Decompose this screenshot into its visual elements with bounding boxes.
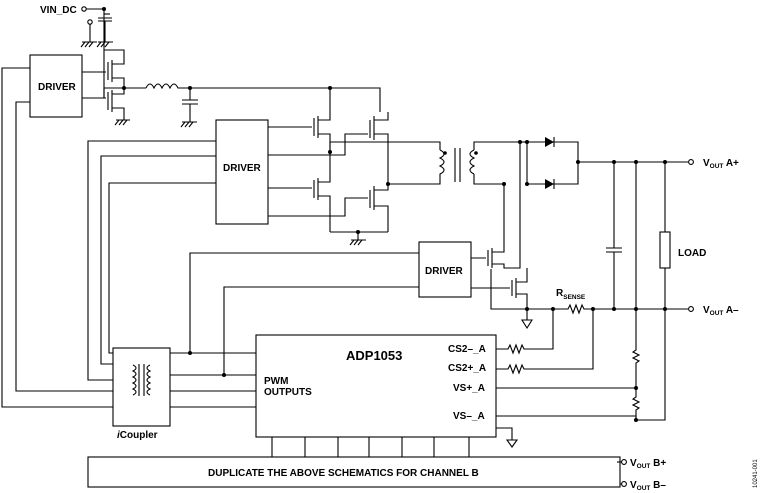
vs-plus-pin: VS+_A (453, 383, 485, 394)
channel-b-label: DUPLICATE THE ABOVE SCHEMATICS FOR CHANN… (208, 468, 479, 479)
ground-icon (80, 41, 113, 48)
cs2-plus-pin: CS2+_A (448, 363, 486, 374)
rsense-resistor: RSENSE (527, 288, 694, 315)
sync-rect-driver-box (418, 241, 472, 298)
sync-rect-mosfets (471, 140, 529, 311)
voltage-divider (631, 162, 666, 422)
pwm-label: PWM (264, 376, 288, 387)
adp1053-chip (255, 334, 497, 438)
vin-input: VIN_DC (40, 5, 106, 98)
output-inductor (145, 83, 381, 112)
power-transformer (329, 141, 527, 185)
figure-id: 10241-001 (753, 459, 759, 488)
vout-a-minus-label: VOUT A– (703, 305, 739, 317)
vin-label: VIN_DC (40, 5, 77, 16)
full-bridge-mosfets (268, 86, 390, 246)
sense-connections (496, 309, 637, 448)
chip-bottom-pins (271, 437, 470, 457)
full-bridge-driver-label: DRIVER (223, 163, 262, 174)
vout-b-minus-label: VOUT B– (630, 480, 666, 492)
outputs-label: OUTPUTS (264, 387, 312, 398)
vout-b-plus-label: VOUT B+ (630, 458, 666, 470)
load: LOAD (659, 162, 706, 309)
half-bridge-driver-label: DRIVER (38, 82, 77, 93)
rectifier-diodes (525, 137, 580, 189)
icoupler: iCoupler (112, 347, 171, 441)
half-bridge-mosfets (82, 49, 146, 126)
output-capacitor (606, 162, 622, 309)
rsense-label: RSENSE (556, 288, 586, 301)
cs2-minus-pin: CS2–_A (448, 344, 486, 355)
vs-minus-pin: VS–_A (453, 411, 485, 422)
half-bridge-driver-box (29, 54, 83, 118)
channel-b-box (87, 456, 621, 488)
input-capacitor (98, 13, 112, 42)
sync-rect-driver-label: DRIVER (425, 266, 464, 277)
icoupler-label: iCoupler (117, 430, 158, 441)
bulk-capacitor (180, 88, 198, 128)
load-label: LOAD (678, 248, 706, 259)
chip-label: ADP1053 (346, 348, 402, 363)
full-bridge-driver-box (215, 119, 269, 225)
vout-a-plus-label: VOUT A+ (703, 158, 739, 170)
